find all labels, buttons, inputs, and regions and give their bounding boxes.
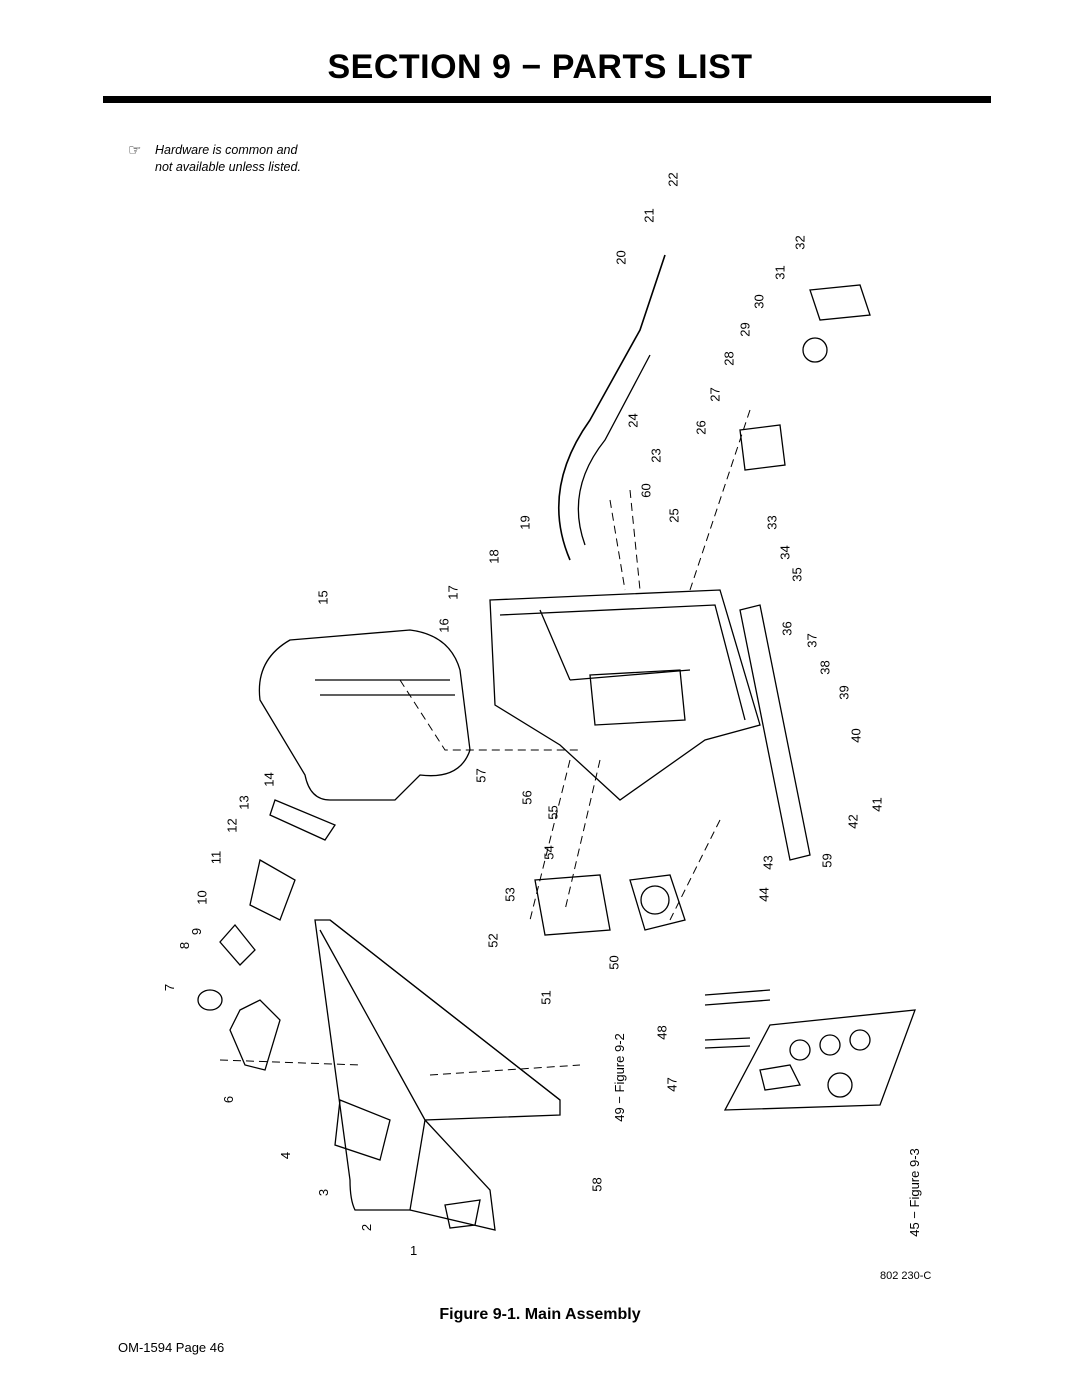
callout-59: 59 bbox=[819, 853, 835, 868]
callout-36: 36 bbox=[779, 621, 795, 636]
callout-26: 26 bbox=[693, 420, 709, 435]
cabinet-wrapper-part bbox=[314, 919, 561, 1211]
callout-51: 51 bbox=[538, 990, 554, 1005]
callout-38: 38 bbox=[817, 660, 833, 675]
callout-33: 33 bbox=[764, 515, 780, 530]
bushing-part bbox=[197, 989, 223, 1011]
callout-50: 50 bbox=[606, 955, 622, 970]
callout-53: 53 bbox=[502, 887, 518, 902]
callout-23: 23 bbox=[648, 448, 664, 463]
figure-ref-9-3: 45 − Figure 9-3 bbox=[906, 1148, 922, 1237]
callout-17: 17 bbox=[445, 585, 461, 600]
callout-52: 52 bbox=[485, 933, 501, 948]
callout-7: 7 bbox=[162, 983, 178, 992]
callout-6: 6 bbox=[221, 1095, 237, 1104]
callout-9: 9 bbox=[189, 927, 205, 936]
callout-39: 39 bbox=[836, 685, 852, 700]
page-title: SECTION 9 − PARTS LIST bbox=[327, 48, 753, 86]
callout-16: 16 bbox=[436, 618, 452, 633]
callout-24: 24 bbox=[625, 413, 641, 428]
callout-55: 55 bbox=[545, 805, 561, 820]
figure-caption: Figure 9-1. Main Assembly bbox=[439, 1306, 641, 1323]
callout-20: 20 bbox=[613, 250, 629, 265]
callout-19: 19 bbox=[517, 515, 533, 530]
callout-21: 21 bbox=[641, 208, 657, 223]
page-footer: OM-1594 Page 46 bbox=[118, 1340, 225, 1355]
hardware-note-line1: Hardware is common and bbox=[155, 143, 298, 157]
callout-58: 58 bbox=[589, 1177, 605, 1192]
callout-25: 25 bbox=[666, 508, 682, 523]
callout-57: 57 bbox=[473, 768, 489, 783]
callout-10: 10 bbox=[194, 890, 210, 905]
callout-34: 34 bbox=[777, 545, 793, 560]
callout-3: 3 bbox=[316, 1188, 332, 1197]
callout-30: 30 bbox=[751, 294, 767, 309]
exploded-parts-diagram bbox=[197, 254, 916, 1231]
figure-ref-9-2: 49 − Figure 9-2 bbox=[611, 1033, 627, 1122]
callout-28: 28 bbox=[721, 351, 737, 366]
callout-42: 42 bbox=[845, 814, 861, 829]
hardware-note-line2: not available unless listed. bbox=[155, 160, 301, 174]
callout-15: 15 bbox=[315, 590, 331, 605]
callout-13: 13 bbox=[236, 795, 252, 810]
callout-29: 29 bbox=[737, 322, 753, 337]
callout-40: 40 bbox=[848, 728, 864, 743]
handle-tube-part bbox=[557, 254, 666, 561]
callout-32: 32 bbox=[792, 235, 808, 250]
callout-22: 22 bbox=[665, 172, 681, 187]
callout-60: 60 bbox=[638, 483, 654, 498]
callout-18: 18 bbox=[486, 549, 502, 564]
callout-12: 12 bbox=[224, 818, 240, 833]
callout-54: 54 bbox=[541, 845, 557, 860]
callout-4: 4 bbox=[278, 1151, 294, 1160]
title-rule bbox=[103, 96, 991, 103]
callout-1: 1 bbox=[410, 1243, 418, 1258]
callout-14: 14 bbox=[261, 772, 277, 787]
callout-11: 11 bbox=[208, 850, 224, 865]
callout-43: 43 bbox=[760, 855, 776, 870]
callout-44: 44 bbox=[756, 887, 772, 902]
hardware-note: ☞ Hardware is common and not available u… bbox=[128, 142, 301, 176]
base-frame-part bbox=[489, 589, 761, 801]
rear-panel-part bbox=[723, 1009, 916, 1111]
callout-31: 31 bbox=[772, 265, 788, 280]
callout-41: 41 bbox=[869, 797, 885, 812]
pointing-hand-icon: ☞ bbox=[128, 142, 142, 159]
callout-56: 56 bbox=[519, 790, 535, 805]
callout-27: 27 bbox=[707, 387, 723, 402]
top-cover-part bbox=[258, 629, 471, 801]
drawing-number: 802 230-C bbox=[880, 1270, 932, 1282]
side-rail-part bbox=[739, 604, 811, 861]
callout-8: 8 bbox=[177, 941, 193, 950]
callout-48: 48 bbox=[654, 1025, 670, 1040]
callout-47: 47 bbox=[664, 1077, 680, 1092]
callout-37: 37 bbox=[804, 633, 820, 648]
callout-2: 2 bbox=[359, 1223, 375, 1232]
callout-35: 35 bbox=[789, 567, 805, 582]
